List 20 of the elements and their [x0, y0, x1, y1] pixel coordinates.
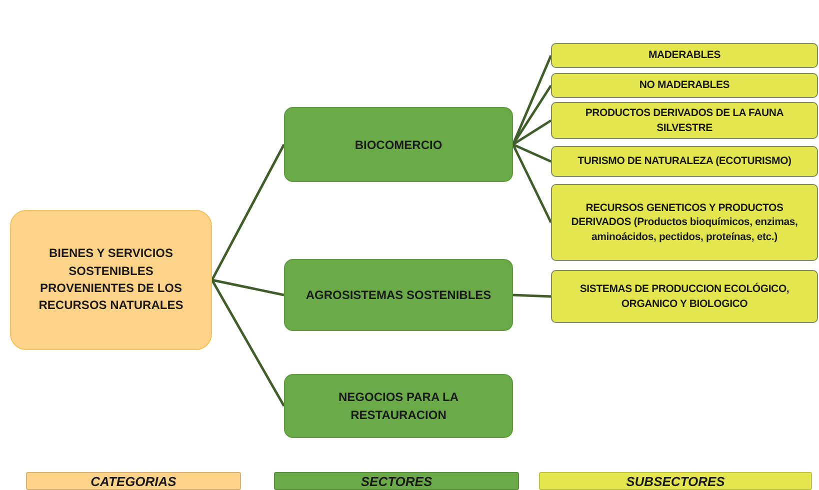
connector-line — [512, 294, 552, 298]
connector-line — [512, 119, 552, 146]
subsector-box: NO MADERABLES — [551, 73, 818, 98]
connector-line — [210, 144, 286, 281]
connector-line — [512, 144, 552, 224]
connector-line — [210, 279, 286, 407]
sector-box: AGROSISTEMAS SOSTENIBLES — [284, 259, 513, 331]
subsector-box: SISTEMAS DE PRODUCCION ECOLÓGICO, ORGANICO Y BIOLOGICO — [551, 270, 818, 323]
legend-bar: SECTORES — [274, 472, 519, 490]
sector-box: BIOCOMERCIO — [284, 107, 513, 182]
subsector-box: PRODUCTOS DERIVADOS DE LA FAUNA SILVESTRE — [551, 102, 818, 139]
subsector-box: RECURSOS GENETICOS Y PRODUCTOS DERIVADOS (Productos bioquímicos, enzimas, aminoácidos, pectidos, proteínas, etc.) — [551, 184, 818, 261]
subsector-box: TURISMO DE NATURALEZA (ECOTURISMO) — [551, 146, 818, 177]
subsector-box: MADERABLES — [551, 43, 818, 68]
connector-line — [212, 278, 284, 296]
category-box: BIENES Y SERVICIOS SOSTENIBLES PROVENIENTES DE LOS RECURSOS NATURALES — [10, 210, 212, 350]
sector-box: NEGOCIOS PARA LA RESTAURACION — [284, 374, 513, 438]
legend-bar: SUBSECTORES — [539, 472, 812, 490]
legend-bar: CATEGORIAS — [26, 472, 241, 490]
connector-line — [512, 143, 552, 163]
